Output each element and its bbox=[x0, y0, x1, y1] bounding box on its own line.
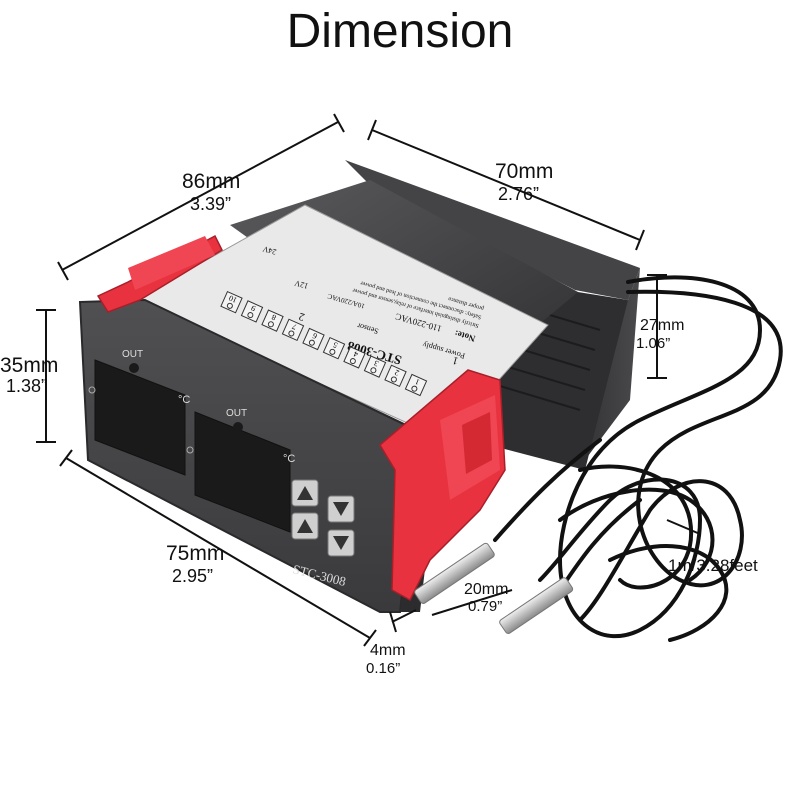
terminal-number: 1 bbox=[414, 377, 421, 387]
terminal-number: 10 bbox=[227, 293, 238, 304]
terminal-3: 3 bbox=[363, 355, 387, 378]
led-out-1 bbox=[129, 363, 139, 373]
terminal-number: 2 bbox=[393, 368, 400, 378]
terminal-number: 8 bbox=[270, 312, 277, 322]
dim-depth-imperial: 2.76” bbox=[498, 184, 539, 204]
terminal-1: 1 bbox=[404, 373, 428, 397]
dim-rear-height-imperial: 1.06” bbox=[636, 335, 670, 352]
indicator-2 bbox=[186, 446, 194, 454]
dim-probe-diameter-imperial: 0.16” bbox=[366, 660, 400, 677]
display-1 bbox=[94, 359, 186, 476]
housing-side bbox=[560, 268, 640, 460]
terminal-number: 5 bbox=[332, 340, 339, 350]
terminal-4: 4 bbox=[343, 346, 366, 369]
terminal-8: 8 bbox=[261, 309, 284, 332]
clip-right bbox=[379, 369, 506, 602]
probe-2 bbox=[499, 577, 574, 634]
dim-height-metric: 35mm bbox=[0, 354, 58, 377]
terminal-number: 9 bbox=[250, 303, 257, 313]
probe-cables bbox=[493, 275, 783, 642]
up-button-1[interactable] bbox=[291, 479, 319, 507]
terminal-5: 5 bbox=[322, 336, 346, 360]
dim-depth-metric: 70mm bbox=[495, 160, 553, 183]
label-channel-1: 1 bbox=[451, 354, 460, 367]
terminal-number: 4 bbox=[352, 349, 359, 359]
dim-height-imperial: 1.38” bbox=[6, 376, 47, 396]
terminal-number: 3 bbox=[373, 358, 380, 368]
terminal-9: 9 bbox=[240, 300, 264, 323]
dim-probe-length-imperial: 0.79” bbox=[468, 598, 502, 615]
display-2 bbox=[194, 411, 291, 533]
dim-width-imperial: 3.39” bbox=[190, 194, 231, 214]
dim-probe-length-metric: 20mm bbox=[464, 581, 508, 598]
led-out-2 bbox=[233, 422, 243, 432]
down-button-2[interactable] bbox=[327, 529, 355, 557]
dim-panel-width-imperial: 2.95” bbox=[172, 566, 213, 586]
page-title: Dimension bbox=[286, 5, 514, 58]
button-group bbox=[291, 479, 355, 557]
dim-panel-width-metric: 75mm bbox=[166, 542, 224, 565]
terminal-strip: 1 2 3 4 5 6 7 8 9 10 bbox=[220, 290, 428, 397]
dim-rear-height-metric: 27mm bbox=[640, 317, 684, 334]
up-button-2[interactable] bbox=[291, 512, 319, 540]
terminal-7: 7 bbox=[281, 318, 305, 342]
indicator-1 bbox=[88, 386, 96, 394]
unit-label-2: °C bbox=[283, 453, 295, 465]
dim-probe-diameter-metric: 4mm bbox=[370, 642, 406, 659]
clip-left bbox=[96, 234, 223, 313]
housing-top bbox=[345, 160, 640, 300]
label-channel-2: 2 bbox=[297, 310, 306, 323]
terminal-number: 6 bbox=[311, 331, 318, 341]
terminal-6: 6 bbox=[302, 327, 325, 351]
dim-cable-length: 1m/3.28feet bbox=[668, 556, 758, 575]
dim-width-metric: 86mm bbox=[182, 170, 240, 193]
terminal-2: 2 bbox=[384, 364, 407, 388]
terminal-number: 7 bbox=[291, 322, 298, 332]
dimension-lines bbox=[36, 113, 701, 647]
label-opt-12v: 12V bbox=[293, 278, 309, 291]
controller-body: STC-3008 Power supply Sensor Note: 110-2… bbox=[78, 160, 640, 613]
label-opt-24v: 24V bbox=[261, 244, 277, 257]
probe-1 bbox=[414, 542, 495, 604]
out-label-1: OUT bbox=[122, 349, 143, 360]
out-label-2: OUT bbox=[226, 408, 247, 419]
unit-label-1: °C bbox=[178, 394, 190, 406]
terminal-10: 10 bbox=[220, 290, 243, 314]
down-button-1[interactable] bbox=[327, 495, 355, 523]
